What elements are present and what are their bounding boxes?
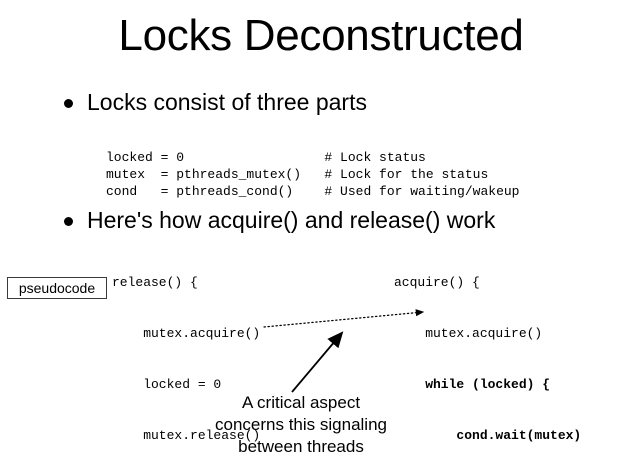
code-line: locked = 0 <box>112 377 222 392</box>
code-block-declarations: locked = 0 # Lock status mutex = pthread… <box>106 150 520 199</box>
caption-line: A critical aspect <box>241 393 361 412</box>
code-line: release() { <box>112 275 198 290</box>
page-title: Locks Deconstructed <box>118 11 524 60</box>
bullet-dot-icon <box>64 99 73 108</box>
bullet-item-acquire-release: Here's how acquire() and release() work <box>64 206 495 234</box>
bullet-dot-icon <box>64 217 73 226</box>
code-block-acquire: acquire() { mutex.acquire() while (locke… <box>394 240 581 459</box>
code-block-release: release() { mutex.acquire() locked = 0 m… <box>112 240 260 459</box>
caption-line: between threads <box>238 437 364 456</box>
caption-line: concerns this signaling <box>215 415 387 434</box>
bullet-label: Here's how acquire() and release() work <box>87 207 496 233</box>
bullet-label: Locks consist of three parts <box>87 89 367 115</box>
code-line: mutex.acquire() <box>112 326 261 341</box>
caption-pointer-arrow <box>291 331 344 393</box>
bullet-item-locks-parts: Locks consist of three parts <box>64 88 367 116</box>
pseudocode-callout-label: pseudocode <box>7 277 107 299</box>
code-line: acquire() { <box>394 275 480 290</box>
code-line-highlighted: while (locked) { <box>394 377 551 392</box>
code-line: mutex.acquire() <box>394 326 543 341</box>
code-line-highlighted: cond.wait(mutex) <box>394 428 582 443</box>
code-line: mutex.release() <box>112 428 261 443</box>
caption-block: A critical aspect concerns this signalin… <box>181 392 421 458</box>
